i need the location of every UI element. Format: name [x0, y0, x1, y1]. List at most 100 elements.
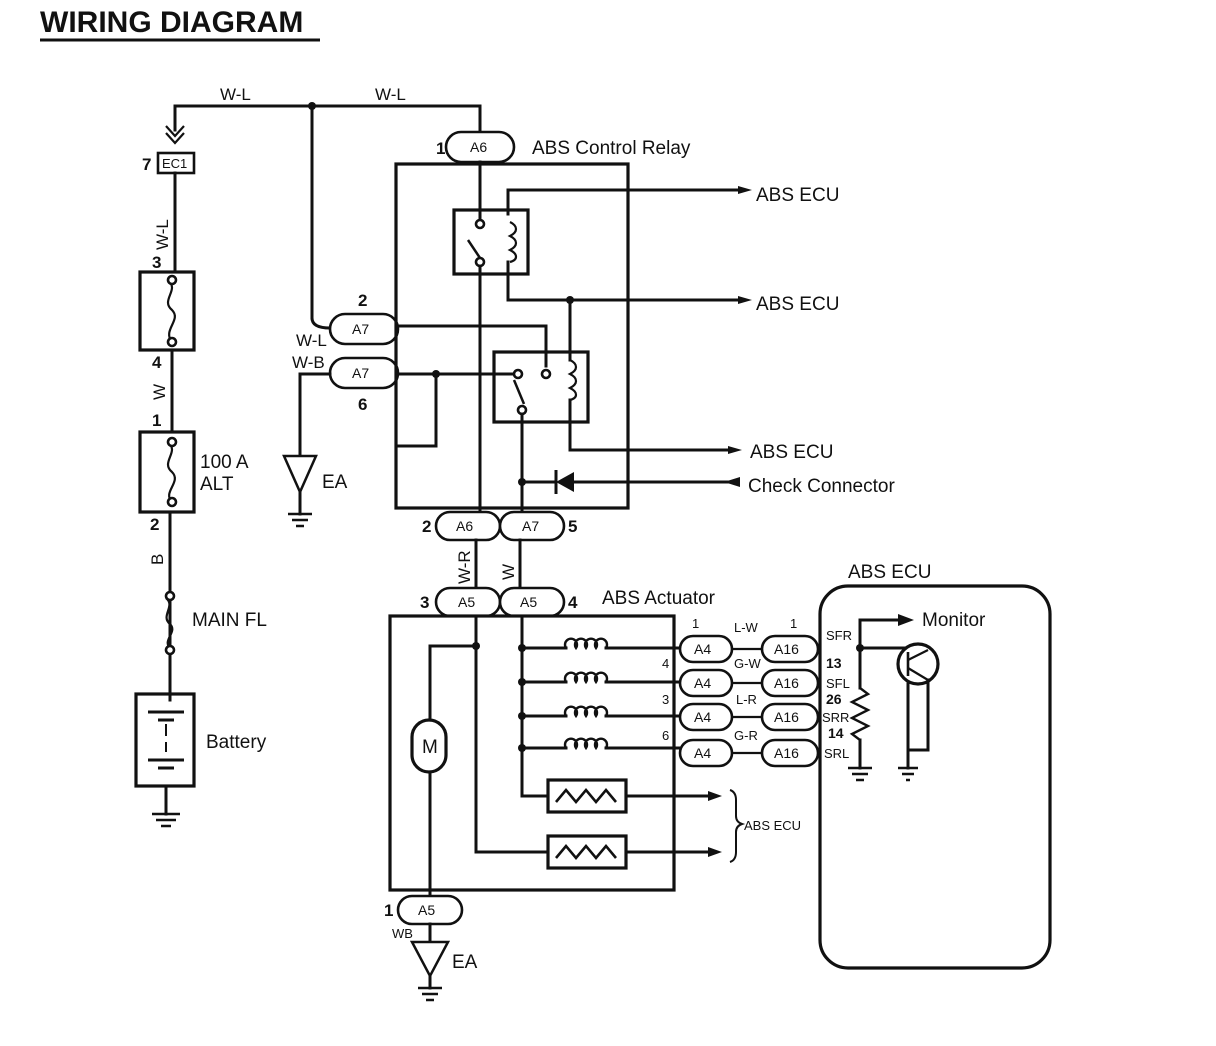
- pin-a7-6: 6: [358, 395, 367, 414]
- svg-text:A5: A5: [520, 594, 537, 610]
- pin-ec1: 7: [142, 155, 151, 174]
- chevron-down-icon: [165, 125, 185, 145]
- solenoid-4: [520, 737, 682, 751]
- svg-text:A4: A4: [694, 745, 711, 761]
- pin-a5-1: 1: [384, 901, 393, 920]
- ecu-pin-13: 13: [826, 655, 842, 671]
- fuse-symbol: [166, 279, 176, 343]
- fusible-link-box: [138, 270, 196, 352]
- ecu-resistor: [849, 687, 871, 741]
- actuator-box: [388, 614, 676, 892]
- pin-a7-2: 2: [358, 291, 367, 310]
- wire-label-a5-ground: WB: [392, 926, 413, 941]
- coil-2: [567, 359, 578, 402]
- a7-connectors: A7 2 W-L A7 6 W-B EA: [282, 104, 400, 528]
- dest-abs-ecu-1: ABS ECU: [756, 185, 839, 206]
- wire-label-fuse-link: W: [150, 384, 169, 400]
- wire-label-a7-6: W-B: [292, 353, 325, 372]
- ecu-pin-26: 26: [826, 691, 842, 707]
- supply-chain: W-L W-L EC1 7 W-L 3 4 W 1 2 100 A ALT B …: [134, 85, 482, 828]
- wire-label-alt-down: B: [148, 554, 167, 565]
- wire-label-a7-2: W-L: [296, 331, 327, 350]
- diode-icon: [556, 472, 574, 492]
- svg-text:A6: A6: [470, 139, 487, 155]
- wire-label-a7-a5: W: [499, 564, 518, 580]
- battery-box: [134, 692, 196, 788]
- ecu-box: [818, 584, 1052, 970]
- svg-text:A16: A16: [774, 709, 799, 725]
- pin-fuse-top: 3: [152, 253, 161, 272]
- alt-fuse-box: [138, 430, 196, 514]
- abs-ecu: ABS ECU SFR 13 SFL 26 SRR 14 SRL Monitor: [818, 562, 1052, 970]
- pin-a4-3: 3: [662, 692, 669, 707]
- svg-text:A6: A6: [456, 518, 473, 534]
- a7-connector-bottom: [498, 510, 566, 542]
- page-title: WIRING DIAGRAM: [40, 6, 303, 39]
- alt-amp-label: 100 A: [200, 452, 249, 473]
- solenoid-1: [520, 637, 682, 651]
- main-fl-fuse-symbol: [165, 597, 174, 649]
- abs-actuator: A5 3 A5 4 ABS Actuator M: [384, 586, 801, 1002]
- ecu-terminal-srr: SRR: [822, 710, 849, 725]
- abs-control-relay: A6 1 ABS Control Relay: [394, 130, 895, 542]
- dest-abs-ecu-3: ABS ECU: [750, 442, 833, 463]
- pin-fuse-bot: 4: [152, 353, 162, 372]
- ea-bottom-label: EA: [452, 952, 478, 973]
- pin-a4-4: 6: [662, 728, 669, 743]
- actuator-label: ABS Actuator: [602, 588, 716, 609]
- svg-text:M: M: [422, 737, 438, 758]
- ecu-box-label: ABS ECU: [848, 562, 931, 583]
- dest-abs-ecu-2: ABS ECU: [756, 294, 839, 315]
- wire-label-ec1-down: W-L: [153, 219, 172, 250]
- pin-a5-4: 4: [568, 593, 578, 612]
- ecu-terminal-sfr: SFR: [826, 628, 852, 643]
- dest-abs-ecu-small: ABS ECU: [744, 818, 801, 833]
- ea-left-label: EA: [322, 472, 348, 493]
- ec1-label: EC1: [162, 156, 187, 171]
- solenoid-2: [520, 671, 682, 685]
- ecu-terminal-srl: SRL: [824, 746, 849, 761]
- a16-connector-4: [760, 738, 820, 768]
- transistor-icon: [896, 642, 940, 686]
- svg-text:A5: A5: [418, 902, 435, 918]
- solenoid-3: [520, 705, 682, 719]
- ecu-terminal-sfl: SFL: [826, 676, 850, 691]
- wire-label-gr: G-R: [734, 728, 758, 743]
- svg-text:A16: A16: [774, 641, 799, 657]
- pin-a4-1: 1: [692, 616, 699, 631]
- svg-text:A5: A5: [458, 594, 475, 610]
- alt-fuse-symbol: [166, 441, 176, 503]
- svg-text:A16: A16: [774, 675, 799, 691]
- relay-box: [394, 162, 630, 510]
- a16-connector-1: [760, 634, 820, 664]
- coil-1: [507, 221, 518, 264]
- a4-a16-connectors: 1 4 3 6 1 A4 A4 A4 A4 L-W G-W L-R G-R A1…: [662, 616, 820, 768]
- svg-text:A4: A4: [694, 709, 711, 725]
- wire-label-lr: L-R: [736, 692, 757, 707]
- svg-text:A4: A4: [694, 641, 711, 657]
- top-wire: [173, 104, 482, 132]
- dest-monitor: Monitor: [922, 610, 986, 631]
- main-fl-label: MAIN FL: [192, 610, 267, 631]
- relay-coil-box-2: [492, 350, 590, 424]
- ea-ground-bottom-icon: [409, 940, 451, 979]
- dest-check-connector: Check Connector: [748, 476, 895, 497]
- relay-label: ABS Control Relay: [532, 138, 691, 159]
- ground-icon: [152, 812, 180, 828]
- a16-connector-2: [760, 668, 820, 698]
- pin-a5-3: 3: [420, 593, 429, 612]
- ea-ground-left-icon: [282, 454, 318, 496]
- pin-alt-bot: 2: [150, 515, 159, 534]
- a16-connector-3: [760, 702, 820, 732]
- svg-text:A7: A7: [352, 365, 369, 381]
- ecu-pin-14: 14: [828, 725, 844, 741]
- battery-label: Battery: [206, 732, 267, 753]
- svg-text:A16: A16: [774, 745, 799, 761]
- pin-a6-top: 1: [436, 139, 445, 158]
- wire-label-top-left: W-L: [220, 85, 251, 104]
- pin-a16-1: 1: [790, 616, 797, 631]
- relay-coil-box-1: [452, 208, 530, 276]
- pin-a7-bottom: 5: [568, 517, 577, 536]
- pin-a6-bottom: 2: [422, 517, 431, 536]
